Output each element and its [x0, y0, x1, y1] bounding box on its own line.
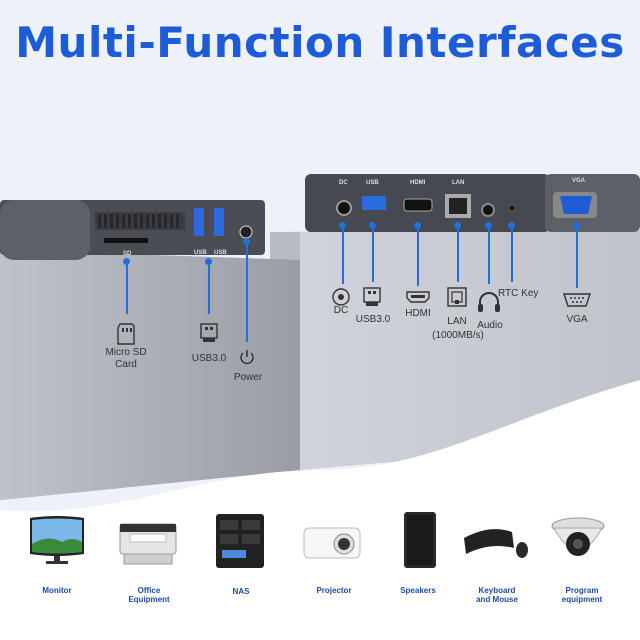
usb-port-2	[214, 208, 224, 236]
page-title: Multi-Function Interfaces	[15, 18, 625, 67]
usb-port-1	[194, 208, 204, 236]
power-icon	[240, 350, 254, 365]
usb-tag-1: USB	[194, 250, 207, 256]
keyboard-mouse-icon	[464, 529, 528, 558]
lan-label: LAN	[447, 316, 467, 327]
usb-port-3	[362, 196, 386, 210]
device-label-speakers: Speakers	[400, 586, 436, 595]
sd-slot	[104, 238, 148, 243]
connector-line	[246, 242, 248, 342]
connector-line	[576, 226, 578, 288]
nas-icon	[216, 514, 264, 568]
vga-port	[560, 196, 592, 214]
hdmi-icon	[406, 291, 430, 303]
connector-dot	[123, 258, 130, 265]
usb-tag-2: USB	[214, 250, 227, 256]
connector-dot	[414, 222, 421, 229]
device-label-keyboard: Keyboard and Mouse	[476, 586, 518, 604]
connector-dot	[339, 222, 346, 229]
connector-dot	[485, 222, 492, 229]
usb-tag-3: USB	[366, 180, 379, 186]
usb-icon	[200, 323, 218, 342]
lan-tag: LAN	[452, 180, 465, 186]
connector-dot	[243, 238, 250, 245]
vga-label: VGA	[566, 314, 588, 325]
power-label: Power	[233, 372, 263, 383]
microsd-label: Micro SD Card	[105, 347, 147, 370]
hdmi-port	[403, 198, 433, 212]
dc-label: DC	[333, 305, 349, 316]
connector-line	[342, 226, 344, 284]
dc-port	[336, 200, 352, 216]
speaker-icon	[404, 512, 436, 568]
connector-line	[417, 226, 419, 286]
headphones-icon	[478, 292, 500, 312]
device-label-program: Program equipment	[561, 586, 603, 604]
hdmi-tag: HDMI	[410, 180, 426, 186]
audio-label: Audio	[477, 320, 503, 331]
monitor-icon	[30, 516, 84, 564]
device-label-office: Office Equipment	[128, 586, 170, 604]
usb30-label-left: USB3.0	[191, 353, 227, 364]
connector-line	[511, 226, 513, 282]
rtc-key	[510, 206, 514, 210]
connector-dot	[205, 258, 212, 265]
lan-icon	[447, 287, 467, 307]
wave-background	[0, 380, 640, 640]
rtc-key-label: RTC Key	[498, 288, 539, 299]
connector-line	[488, 226, 490, 284]
audio-port	[481, 203, 495, 217]
lan-speed-label: (1000MB/s)	[432, 330, 484, 341]
connector-dot	[454, 222, 461, 229]
vga-icon	[563, 293, 591, 307]
camera-icon	[551, 517, 605, 556]
microsd-icon	[117, 323, 135, 345]
usb-icon	[363, 287, 381, 306]
connector-dot	[573, 222, 580, 229]
hdmi-label: HDMI	[405, 308, 431, 319]
dc-icon	[332, 288, 350, 306]
printer-icon	[119, 523, 177, 565]
device-label-projector: Projector	[316, 586, 352, 595]
usb30-label-right: USB3.0	[355, 314, 391, 325]
connector-line	[457, 226, 459, 282]
connector-line	[372, 226, 374, 282]
connector-line	[126, 262, 128, 314]
power-button	[239, 225, 253, 239]
dc-tag: DC	[339, 180, 348, 186]
connector-dot	[508, 222, 515, 229]
connector-dot	[369, 222, 376, 229]
device-label-monitor: Monitor	[42, 586, 72, 595]
sd-tag: SD	[123, 251, 132, 257]
connector-line	[208, 262, 210, 314]
device-label-nas: NAS	[232, 587, 250, 596]
vga-tag: VGA	[572, 178, 586, 184]
projector-icon	[303, 527, 361, 559]
